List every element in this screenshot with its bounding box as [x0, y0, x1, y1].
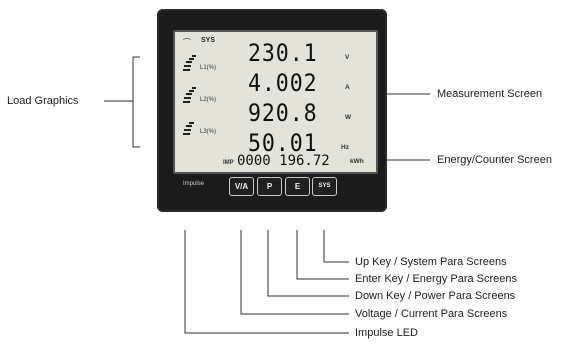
display-arc-icon: ⌒ [183, 38, 191, 47]
power-reading: 920.8 [248, 99, 318, 127]
down-key-label: Down Key / Power Para Screens [355, 290, 516, 302]
up-key[interactable]: SYS [312, 177, 337, 196]
frequency-reading: 50.01 [248, 129, 318, 157]
energy-prefix: IMP [223, 160, 234, 166]
voltage-current-key-label: Voltage / Current Para Screens [355, 308, 508, 320]
energy-unit: kWh [350, 158, 364, 165]
up-key-leader [323, 230, 349, 263]
up-key-label: Up Key / System Para Screens [355, 256, 507, 268]
current-unit: A [345, 84, 350, 91]
load-bar-l2-label: L2(%) [200, 97, 217, 103]
load-bar-l3 [183, 122, 194, 135]
lcd-screen: ⌒ SYS L1(%) L2(%) L3(%) 230.1 V 4.002 A … [173, 30, 378, 174]
enter-key-leader [296, 230, 349, 280]
power-unit: W [345, 114, 352, 121]
load-bar-l2 [183, 87, 196, 103]
down-key-leader [267, 230, 349, 297]
load-graphics-label: Load Graphics [7, 95, 79, 107]
load-bar-l1-label: L1(%) [200, 65, 217, 71]
energy-counter-screen-label: Energy/Counter Screen [437, 154, 552, 166]
load-bar-l3-label: L3(%) [200, 129, 217, 135]
load-bargraphs [183, 55, 196, 135]
impulse-led-leader [184, 230, 349, 334]
voltage-reading: 230.1 [248, 39, 318, 67]
brand-logo: Impulse [183, 181, 205, 187]
load-bar-l1 [183, 55, 196, 71]
measurement-screen-label: Measurement Screen [437, 88, 543, 100]
current-reading: 4.002 [248, 69, 318, 97]
down-key[interactable]: P [257, 177, 282, 196]
energy-reading: 0000 196.72 [237, 153, 330, 169]
enter-key-label: Enter Key / Energy Para Screens [355, 273, 518, 285]
enter-key[interactable]: E [285, 177, 310, 196]
voltage-key-leader [240, 230, 349, 315]
impulse-led-label: Impulse LED [355, 327, 418, 339]
voltage-unit: V [345, 54, 350, 61]
sys-indicator: SYS [201, 37, 216, 44]
frequency-unit: Hz [341, 144, 349, 151]
load-graphics-bracket [132, 56, 140, 148]
voltage-current-key[interactable]: V/A [229, 177, 254, 196]
